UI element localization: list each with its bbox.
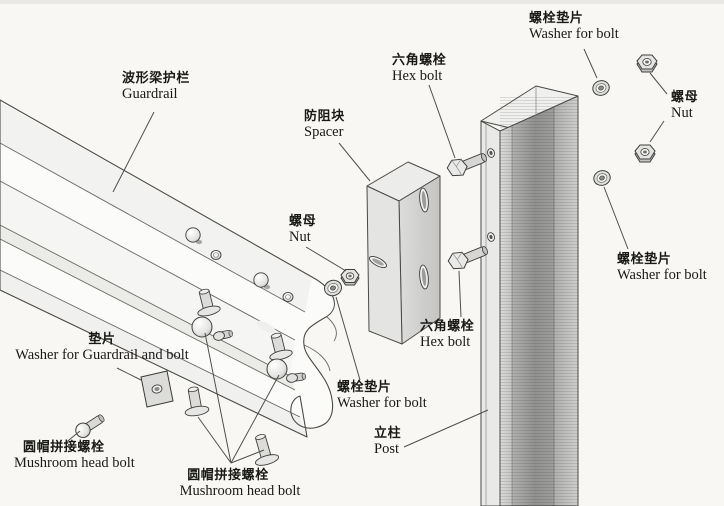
leader-washer-top xyxy=(583,48,598,79)
label-nut-right-en: Nut xyxy=(671,105,693,121)
label-hex-bolt-mid-zh: 六角螺栓 xyxy=(420,318,475,333)
leader-lines xyxy=(63,48,668,464)
leader-hex-mid xyxy=(458,270,462,318)
square-washer xyxy=(140,370,174,408)
mushroom-bolt-loose-3 xyxy=(254,434,280,466)
label-washer-top-en: Washer for bolt xyxy=(529,26,619,42)
post-hole xyxy=(487,148,495,242)
label-mushroom-bolt-left-zh: 圆帽拼接螺栓 xyxy=(23,439,105,454)
label-nut-right: 螺母 Nut xyxy=(671,89,698,121)
leader-guardrail xyxy=(112,111,155,193)
guardrail-slot xyxy=(256,320,276,334)
label-washer-right-zh: 螺栓垫片 xyxy=(617,251,672,266)
label-guardrail: 波形梁护栏 Guardrail xyxy=(122,70,190,102)
label-washer-guardrail-en: Washer for Guardrail and bolt xyxy=(15,347,189,363)
label-hex-bolt-mid: 六角螺栓 Hex bolt xyxy=(420,318,474,350)
label-hex-bolt-top: 六角螺栓 Hex bolt xyxy=(392,52,446,84)
label-mushroom-bolt-left-en: Mushroom head bolt xyxy=(14,455,135,471)
label-washer-right-en: Washer for bolt xyxy=(617,267,707,283)
spacer-slot xyxy=(368,187,429,290)
label-nut-right-zh: 螺母 xyxy=(671,89,699,104)
leader-square-washer xyxy=(116,367,142,381)
hex-bolt-lower xyxy=(447,246,488,270)
post-channel xyxy=(480,85,579,506)
label-post-en: Post xyxy=(374,441,399,457)
label-hex-bolt-mid-en: Hex bolt xyxy=(420,334,471,350)
mushroom-bolt-loose-2 xyxy=(184,386,210,417)
label-mushroom-bolt-left: 圆帽拼接螺栓 Mushroom head bolt xyxy=(14,439,135,471)
label-post: 立柱 Post xyxy=(374,425,401,457)
label-washer-guardrail-zh: 垫片 xyxy=(88,331,116,346)
scan-artifact-band xyxy=(0,0,724,4)
leader-nut-right-b xyxy=(649,120,665,143)
label-nut-left-en: Nut xyxy=(289,229,311,245)
leader-nut-left xyxy=(305,246,347,272)
label-guardrail-zh: 波形梁护栏 xyxy=(122,70,191,85)
label-nut-left-zh: 螺母 xyxy=(289,213,317,228)
label-hex-bolt-top-zh: 六角螺栓 xyxy=(392,52,447,67)
label-post-zh: 立柱 xyxy=(374,425,402,440)
spacer-bracket xyxy=(366,161,441,345)
label-mushroom-bolt-bottom-en: Mushroom head bolt xyxy=(179,483,301,499)
leader-spacer xyxy=(338,142,371,182)
leader-mushroom-left xyxy=(63,430,81,445)
nut-middle xyxy=(340,269,360,286)
leader-washer-right xyxy=(603,186,629,250)
guardrail-beam xyxy=(0,99,337,438)
label-spacer: 防阻块 Spacer xyxy=(304,108,345,140)
label-washer-top-zh: 螺栓垫片 xyxy=(529,10,584,25)
label-mushroom-bolt-bottom-zh: 圆帽拼接螺栓 xyxy=(187,467,269,482)
label-spacer-en: Spacer xyxy=(304,124,344,140)
mushroom-bolt-loose-1 xyxy=(75,414,105,438)
label-washer-center-en: Washer for bolt xyxy=(337,395,427,411)
label-washer-center: 螺栓垫片 Washer for bolt xyxy=(337,379,427,411)
mushroom-bolt-head-row xyxy=(185,227,294,303)
washer-middle xyxy=(323,279,343,297)
leader-mushroom-fan-4 xyxy=(230,449,265,464)
label-mushroom-bolt-bottom: 圆帽拼接螺栓 Mushroom head bolt xyxy=(176,467,304,499)
label-hex-bolt-top-en: Hex bolt xyxy=(392,68,443,84)
leader-washer-center xyxy=(335,296,361,381)
leader-hex-top xyxy=(428,84,456,159)
label-washer-guardrail: 垫片 Washer for Guardrail and bolt xyxy=(14,331,190,363)
leader-mushroom-fan-3 xyxy=(230,374,280,464)
leader-mushroom-fan-1 xyxy=(204,332,232,464)
washer-lower xyxy=(593,170,611,186)
label-washer-top: 螺栓垫片 Washer for bolt xyxy=(529,10,619,42)
leader-post xyxy=(403,409,489,448)
leader-mushroom-fan-2 xyxy=(197,416,232,464)
label-washer-right: 螺栓垫片 Washer for bolt xyxy=(617,251,707,283)
label-spacer-zh: 防阻块 xyxy=(304,108,345,123)
nut-lower xyxy=(634,144,656,163)
splice-bolt-cluster-a xyxy=(191,288,233,341)
leader-nut-right-a xyxy=(649,72,668,95)
nut-upper xyxy=(636,54,658,73)
label-nut-left: 螺母 Nut xyxy=(289,213,316,245)
label-guardrail-en: Guardrail xyxy=(122,86,178,102)
hex-bolt-upper xyxy=(446,153,487,177)
label-washer-center-zh: 螺栓垫片 xyxy=(337,379,392,394)
washer-upper xyxy=(592,80,610,96)
